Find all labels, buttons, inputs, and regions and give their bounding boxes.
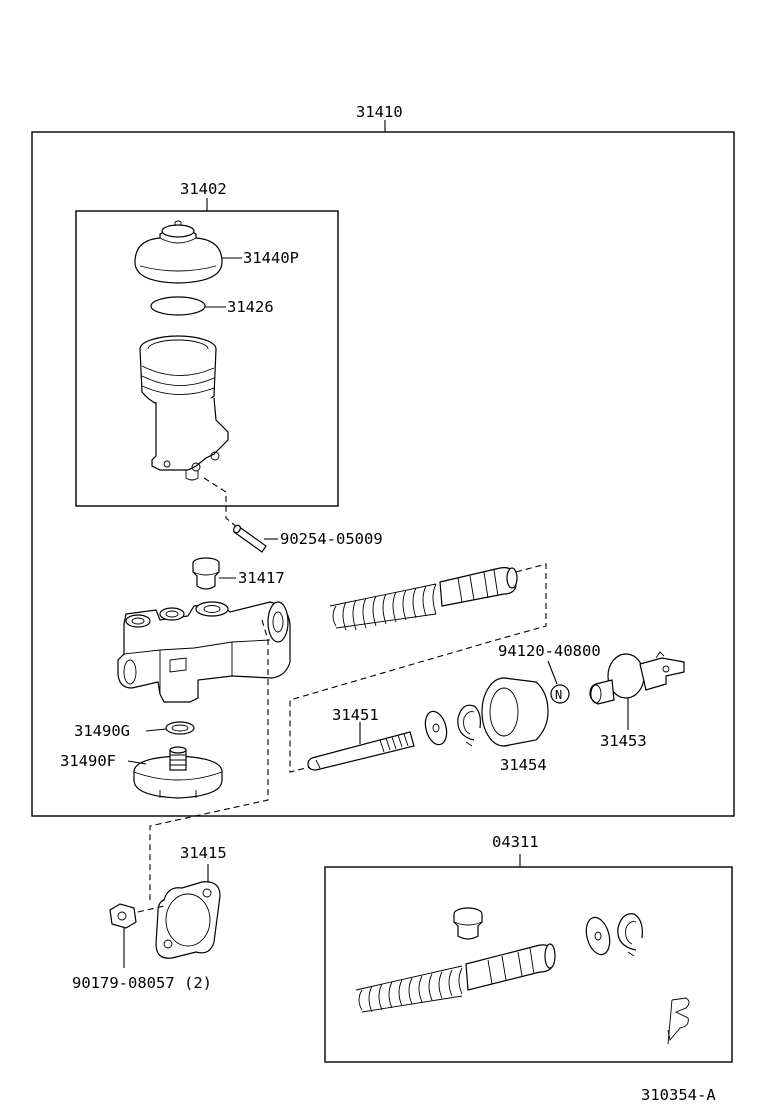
grommet-part — [192, 557, 220, 590]
repair-kit-label: 04311 — [492, 833, 539, 851]
pin-part — [233, 524, 267, 553]
nut-label: 94120-40800 — [498, 642, 601, 660]
flange-nut-label: 90179-08057 (2) — [72, 974, 212, 992]
snap-ring-part — [457, 704, 481, 747]
cap-gasket-part — [150, 296, 206, 316]
nut-marker-label: N — [555, 688, 562, 702]
nut-n-marker — [550, 684, 570, 704]
kit-snap-ring-part — [617, 913, 643, 957]
push-rod-part — [307, 731, 415, 771]
washer-part — [424, 710, 448, 746]
clevis-part — [589, 651, 685, 705]
kit-grommet-part — [453, 907, 483, 940]
master-cylinder-body — [117, 601, 291, 703]
cylinder-gasket-label: 31415 — [180, 844, 227, 862]
cap-gasket-label: 31426 — [227, 298, 274, 316]
clevis-label: 31453 — [600, 732, 647, 750]
assembly-label: 31410 — [356, 103, 403, 121]
reservoir-cap-label: 31440P — [243, 249, 299, 267]
repair-kit-frame — [324, 866, 733, 1063]
plug-label: 31490F — [60, 752, 116, 770]
push-rod-label: 31451 — [332, 706, 379, 724]
grommet-label: 31417 — [238, 569, 285, 587]
reservoir-body-part — [139, 335, 229, 481]
pin-label: 90254-05009 — [280, 530, 383, 548]
plug-part — [133, 746, 223, 799]
kit-clip-part — [667, 997, 690, 1045]
boot-part — [481, 677, 549, 747]
boot-label: 31454 — [500, 756, 547, 774]
figure-number: 310354-A — [641, 1086, 716, 1104]
plug-gasket-part — [165, 721, 195, 735]
piston-spring-part — [329, 567, 518, 631]
plug-gasket-label: 31490G — [74, 722, 130, 740]
reservoir-cap-part — [134, 220, 223, 284]
flange-nut-part — [109, 903, 137, 929]
assembly-frame — [31, 131, 735, 817]
cylinder-gasket-part — [155, 881, 221, 959]
kit-piston-spring-part — [355, 943, 556, 1013]
reservoir-set-label: 31402 — [180, 180, 227, 198]
kit-washer-part — [585, 916, 611, 956]
